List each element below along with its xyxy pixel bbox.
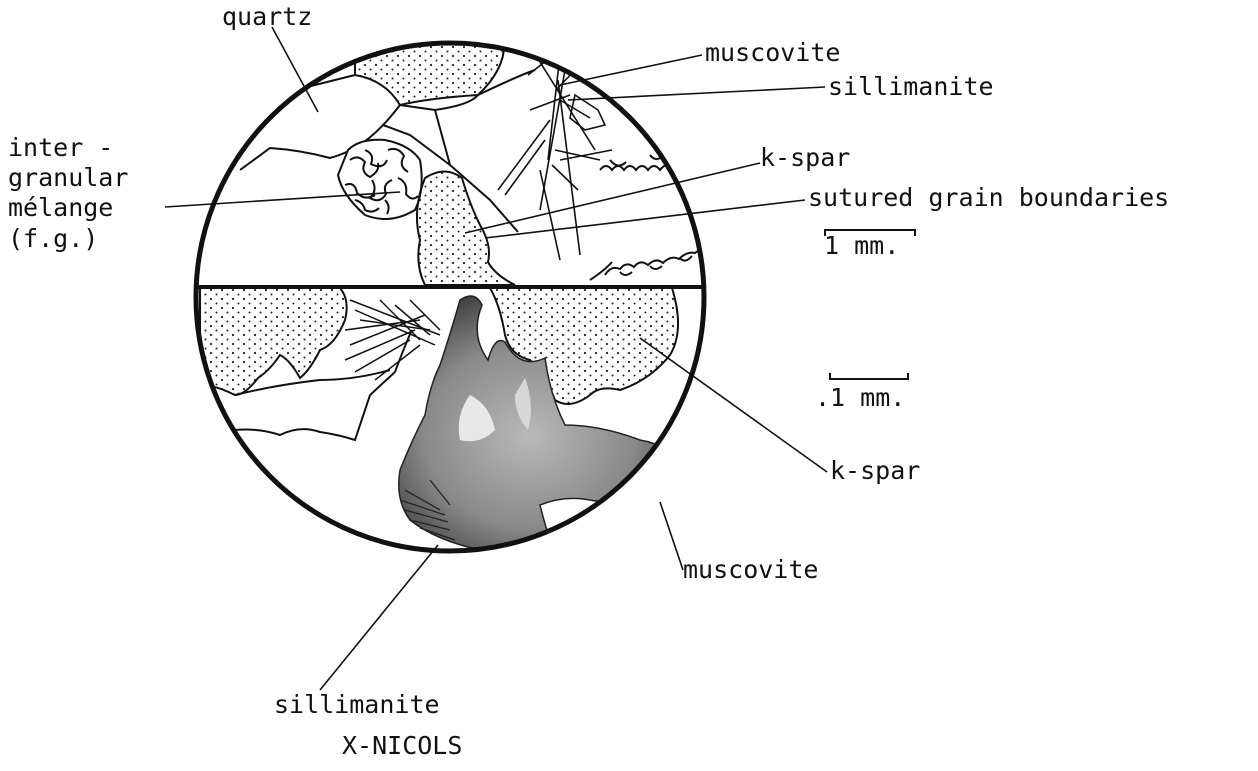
kspar-grain-lower-left (200, 288, 347, 395)
grain-boundary (395, 330, 412, 372)
sillimanite-fibres-lower (345, 300, 440, 380)
label-kspar-bottom: k-spar (830, 456, 920, 485)
label-muscovite-top: muscovite (705, 38, 840, 67)
label-scale-bottom: .1 mm. (815, 383, 905, 412)
label-intergranular-3: mélange (8, 193, 113, 222)
label-scale-top: 1 mm. (824, 231, 899, 260)
grain-boundary (235, 372, 395, 440)
label-quartz: quartz (222, 2, 312, 31)
caption: X-NICOLS (342, 731, 462, 760)
label-intergranular-2: granular (8, 163, 128, 192)
grain-boundary (500, 22, 525, 31)
intergranular-melange (338, 140, 422, 219)
label-sillimanite-top: sillimanite (828, 72, 994, 101)
label-kspar-top: k-spar (760, 143, 850, 172)
label-sutured-grain-boundaries: sutured grain boundaries (808, 183, 1169, 212)
kspar-grain-upper (417, 172, 515, 286)
label-intergranular-1: inter - (8, 133, 113, 162)
label-intergranular-4: (f.g.) (8, 224, 98, 253)
label-muscovite-bottom: muscovite (683, 555, 818, 584)
sutured-bead-chain (600, 155, 725, 275)
label-sillimanite-bottom: sillimanite (274, 690, 440, 719)
